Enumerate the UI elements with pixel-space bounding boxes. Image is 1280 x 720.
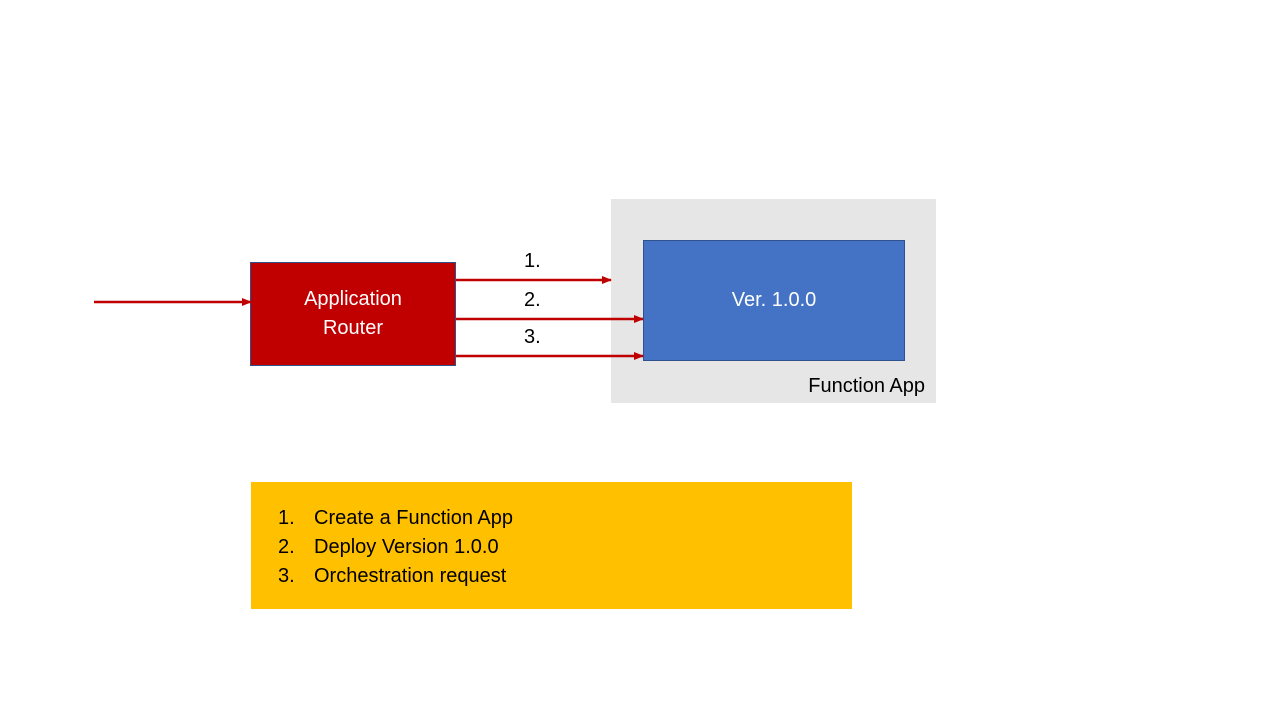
- function-app-label: Function App: [808, 375, 925, 397]
- step-2-label: 2.: [524, 289, 541, 311]
- version-box: Ver. 1.0.0: [643, 240, 905, 361]
- legend-item-number: 2.: [278, 536, 295, 558]
- legend-box: 1. Create a Function App 2. Deploy Versi…: [251, 482, 852, 609]
- application-router-label: Application Router: [304, 288, 402, 339]
- legend-item-text: Orchestration request: [314, 565, 507, 587]
- legend-item-number: 3.: [278, 565, 295, 587]
- legend-item-text: Deploy Version 1.0.0: [314, 536, 499, 558]
- legend-item: 2. Deploy Version 1.0.0: [251, 536, 852, 565]
- legend-item: 3. Orchestration request: [251, 565, 852, 594]
- legend-item-text: Create a Function App: [314, 507, 514, 529]
- legend-item: 1. Create a Function App: [251, 507, 852, 536]
- step-1-label: 1.: [524, 250, 541, 272]
- legend-item-number: 1.: [278, 507, 295, 529]
- application-router-box: Application Router: [250, 262, 456, 366]
- step-3-label: 3.: [524, 326, 541, 348]
- version-label: Ver. 1.0.0: [731, 289, 817, 311]
